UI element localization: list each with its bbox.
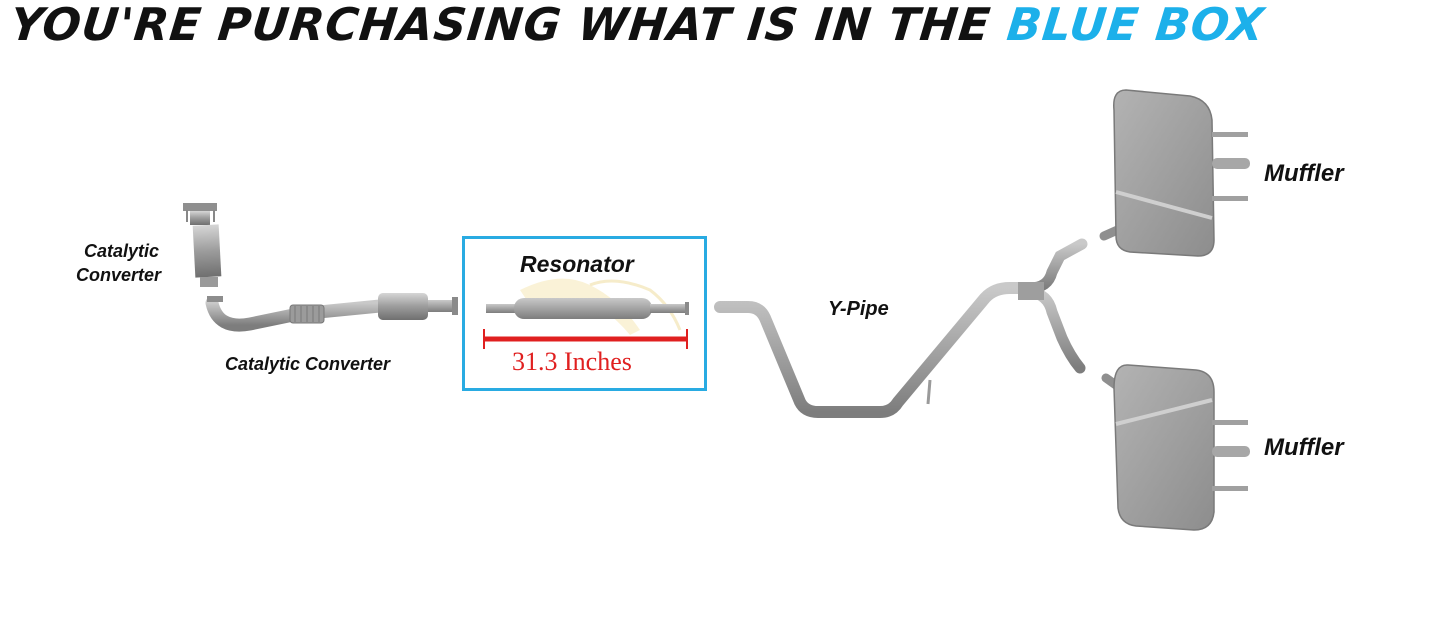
upper-catalytic-converter	[183, 203, 222, 287]
label-catalytic-converter-lower: Catalytic Converter	[225, 354, 391, 374]
upper-muffler	[1099, 89, 1250, 257]
measurement-line	[483, 329, 688, 349]
label-catalytic-converter-upper-line2: Converter	[76, 265, 162, 285]
resonator	[486, 298, 689, 319]
label-catalytic-converter-upper-line1: Catalytic	[84, 241, 159, 261]
label-muffler-upper: Muffler	[1264, 160, 1345, 187]
label-resonator: Resonator	[520, 251, 635, 277]
front-pipe-assembly	[205, 293, 458, 332]
lower-muffler	[1101, 364, 1250, 531]
label-measurement: 31.3 Inches	[512, 347, 632, 376]
watermark-horse-icon	[520, 278, 682, 335]
blue-box	[462, 236, 707, 391]
label-muffler-lower: Muffler	[1264, 434, 1345, 461]
y-pipe	[714, 238, 1088, 418]
label-y-pipe: Y-Pipe	[828, 298, 889, 320]
